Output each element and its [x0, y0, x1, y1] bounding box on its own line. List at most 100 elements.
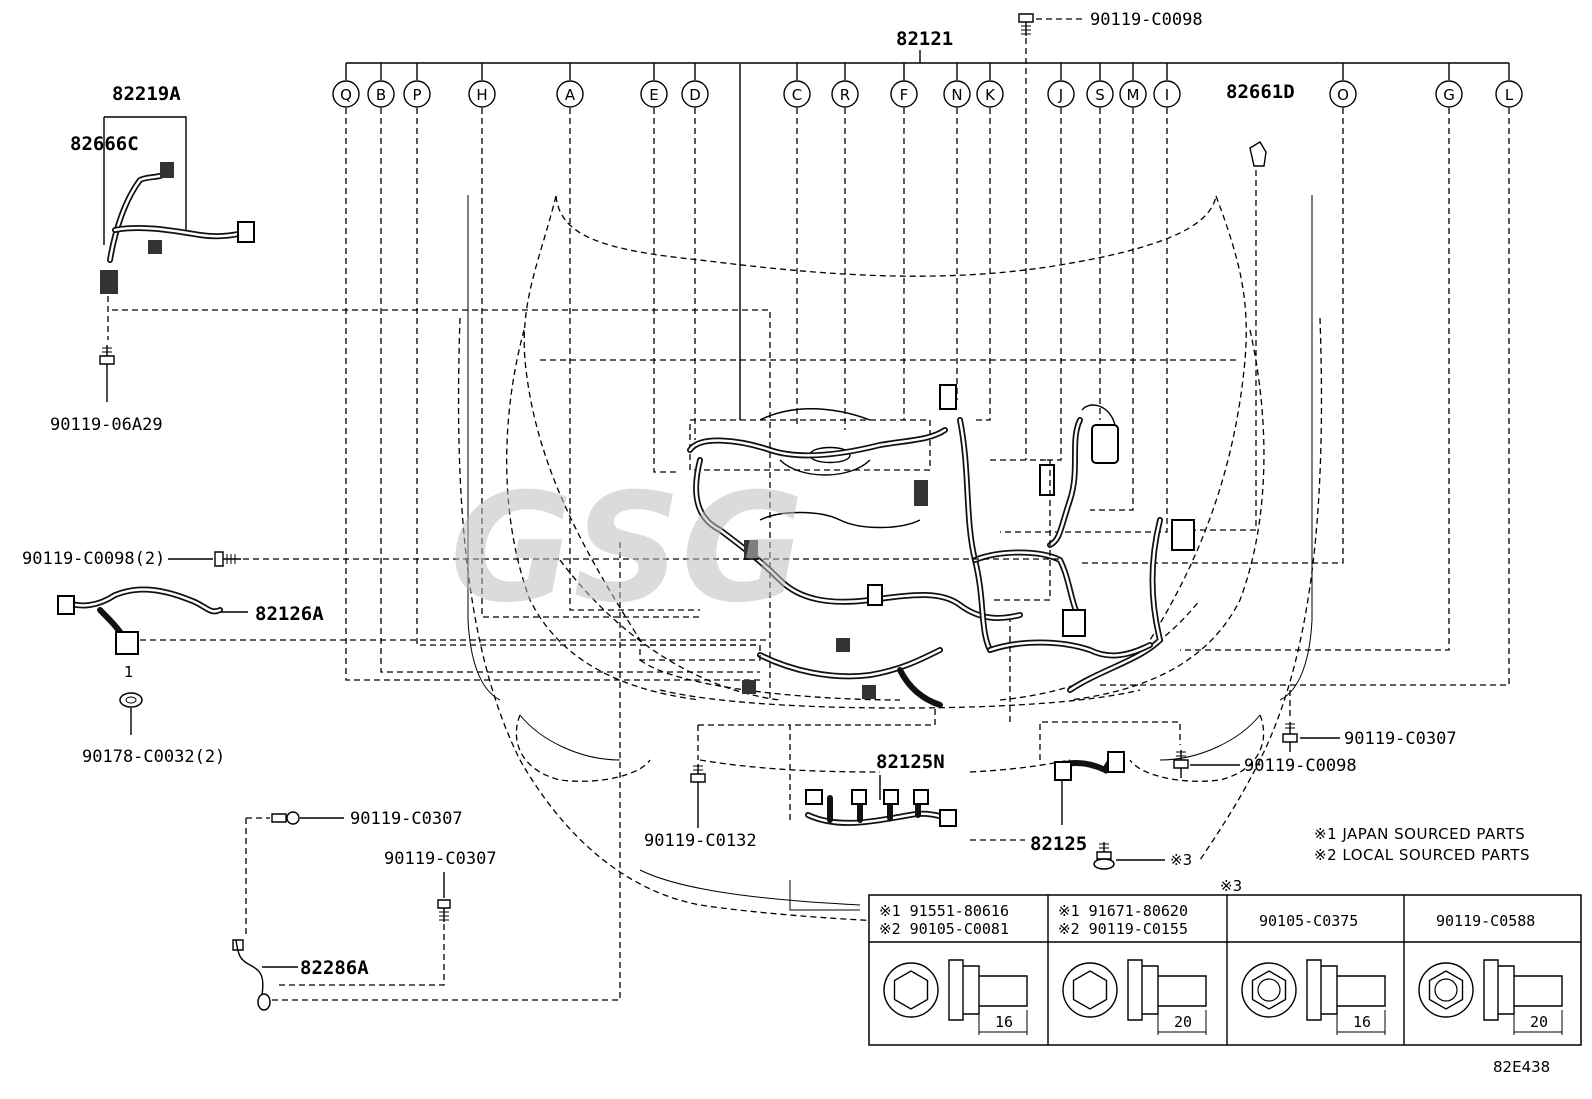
connector-circle: [332, 80, 360, 108]
connector-circle: [890, 80, 918, 108]
connector-g: G: [1435, 80, 1463, 108]
engine-wire-harness: [639, 384, 1195, 708]
part-82661D-label: 82661D: [1226, 81, 1295, 103]
connector-circle: [1435, 80, 1463, 108]
bolt-06A29-icon: [99, 345, 115, 374]
bolt-C0098-right-label: 90119-C0098: [1244, 756, 1357, 776]
clip-82661D-icon: [1249, 141, 1267, 167]
connector-circle: [403, 80, 431, 108]
connector-d: D: [681, 80, 709, 108]
harness-82125N-icon: [805, 789, 957, 827]
fastener-part-line1: ※1 91671-80620: [1058, 902, 1188, 920]
bolt-C0307-b-icon: [437, 899, 451, 922]
connector-circle: [681, 80, 709, 108]
fastener-column-4: 90119-C0588 20: [1418, 912, 1563, 1035]
fastener-length-label: 20: [1530, 1013, 1548, 1031]
length-dimension-line: [1336, 1010, 1386, 1035]
diagram-code: 82E438: [1493, 1058, 1550, 1076]
fastener-part-line2: ※2 90119-C0155: [1058, 920, 1188, 938]
connector-circle: [640, 80, 668, 108]
fastener-side-icon: [948, 959, 1028, 1021]
bolt-C0132-icon: [690, 764, 706, 794]
bolt-C0307-b-label: 90119-C0307: [384, 849, 497, 869]
fastener-length-label: 16: [1353, 1013, 1371, 1031]
note-japan-sourced: ※1 JAPAN SOURCED PARTS: [1314, 825, 1525, 843]
bolt-C0098-2-icon: [214, 551, 241, 567]
bolt-C0307-a-icon: [271, 811, 300, 825]
connector-label: R: [840, 86, 850, 104]
connector-label: D: [689, 86, 701, 104]
connector-circle: [783, 80, 811, 108]
connector-label: H: [476, 86, 487, 104]
fastener-part-line1: 90105-C0375: [1259, 912, 1358, 930]
bolt-06A29-label: 90119-06A29: [50, 415, 163, 435]
connector-circle: [468, 80, 496, 108]
connector-f: F: [890, 80, 918, 108]
connector-circle: [1119, 80, 1147, 108]
connector-r: R: [831, 80, 859, 108]
connector-j: J: [1047, 80, 1075, 108]
connector-c: C: [783, 80, 811, 108]
bolt-mark3-icon: [1093, 842, 1115, 870]
bracket-82286A-icon: [232, 939, 271, 1011]
length-dimension-line: [1157, 1010, 1207, 1035]
connector-o: O: [1329, 80, 1357, 108]
connector-circle: [556, 80, 584, 108]
fastener-column-3: 90105-C0375 16: [1241, 912, 1386, 1035]
connector-label: L: [1505, 86, 1514, 104]
connector-circle: [1047, 80, 1075, 108]
harness-82219A-icon: [100, 162, 255, 294]
washer-icon: [1434, 978, 1458, 1002]
bolt-C0307-right-label: 90119-C0307: [1344, 729, 1457, 749]
hex-head-icon: [893, 970, 929, 1010]
connector-m: M: [1119, 80, 1147, 108]
connector-q: Q: [332, 80, 360, 108]
note-local-sourced: ※2 LOCAL SOURCED PARTS: [1314, 846, 1530, 864]
connector-label: J: [1058, 86, 1063, 104]
connector-s: S: [1086, 80, 1114, 108]
connector-a: A: [556, 80, 584, 108]
connector-h: H: [468, 80, 496, 108]
bolt-C0098-2-label: 90119-C0098(2): [22, 549, 165, 569]
connector-circle: [943, 80, 971, 108]
connector-p: P: [403, 80, 431, 108]
top-bolt-label: 90119-C0098: [1090, 10, 1203, 30]
top-bolt-icon: [1018, 13, 1034, 36]
fastener-part-line2: ※2 90105-C0081: [879, 920, 1009, 938]
mark3-table-label: ※3: [1220, 877, 1242, 895]
connector-label: A: [565, 86, 576, 104]
connector-circle: [976, 80, 1004, 108]
length-dimension-line: [978, 1010, 1028, 1035]
bolt-C0307-a-label: 90119-C0307: [350, 809, 463, 829]
harness-82126A-icon: [57, 586, 223, 655]
connector-label: S: [1095, 86, 1105, 104]
main-part-bracket: [345, 50, 1510, 80]
connector-circle: [1329, 80, 1357, 108]
connector-label: O: [1337, 86, 1349, 104]
part-82286A-label: 82286A: [300, 957, 369, 979]
bolt-C0307-right-icon: [1282, 722, 1298, 752]
mark3-label: ※3: [1170, 851, 1192, 869]
connector-circle: [367, 80, 395, 108]
part-82125N-label: 82125N: [876, 751, 945, 773]
main-part-number: 82121: [896, 28, 953, 50]
connector-label: P: [412, 86, 421, 104]
connector-k: K: [976, 80, 1004, 108]
connector-label: E: [649, 86, 658, 104]
connector-label: C: [792, 86, 802, 104]
connector-label: N: [951, 86, 962, 104]
connector-circle: [1495, 80, 1523, 108]
connector-label: I: [1165, 86, 1169, 104]
bracket-82125-icon: [1054, 751, 1125, 781]
connector-l: L: [1495, 80, 1523, 108]
bolt-90178-label: 90178-C0032(2): [82, 747, 225, 767]
bolt-90178-icon: [119, 692, 143, 708]
fastener-part-line1: 90119-C0588: [1436, 912, 1535, 930]
connector-n: N: [943, 80, 971, 108]
connector-circle: [1153, 80, 1181, 108]
fastener-length-label: 16: [995, 1013, 1013, 1031]
